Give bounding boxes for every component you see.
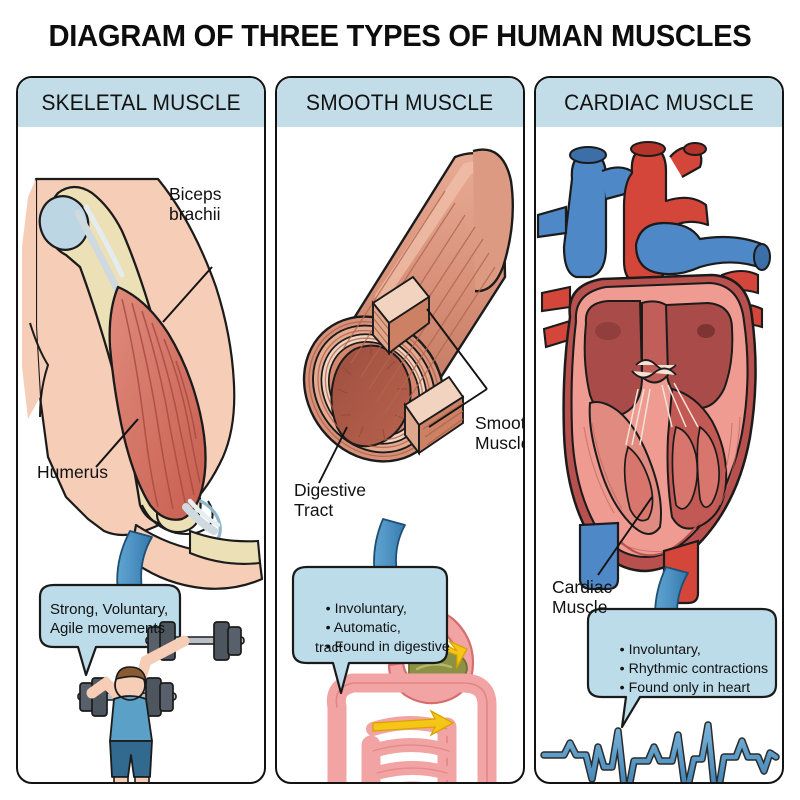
panel-smooth-body: Smooth Muscle Digestive Tract • Involunt…	[277, 127, 523, 782]
bullet-dot: •	[619, 680, 629, 697]
panel-cardiac-header: CARDIAC MUSCLE	[536, 78, 782, 127]
skeletal-traits-bubble-line-1: Strong, Voluntary,	[50, 601, 169, 618]
panel-cardiac-body: Cardiac Muscle • Involuntary, • Rhythmic…	[536, 127, 782, 782]
panel-skeletal-muscle: SKELETAL MUSCLE	[16, 76, 266, 784]
panel-smooth-header: SMOOTH MUSCLE	[277, 78, 523, 127]
panel-cardiac-header-label: CARDIAC MUSCLE	[564, 89, 754, 115]
bullet-dot: •	[325, 620, 334, 637]
cardiac-traits-bubble-line-2: • Rhythmic contractions	[619, 661, 769, 678]
smooth-traits-bubble-line-2: • Automatic,	[325, 620, 401, 637]
bullet-dot: •	[619, 642, 629, 659]
cardiac-traits-bubble-line-3: • Found only in heart	[619, 680, 751, 697]
cardiac-muscle-illustration	[536, 141, 780, 782]
digestive-tract-label: Digestive Tract	[294, 480, 366, 520]
smooth-muscle-illustration	[291, 148, 514, 782]
panel-skeletal-body: Biceps brachii Humerus Strong, Voluntary…	[18, 127, 264, 782]
panel-smooth-header-label: SMOOTH MUSCLE	[306, 89, 494, 115]
smooth-muscle-label: Smooth Muscle	[475, 413, 525, 453]
page-title: DIAGRAM OF THREE TYPES OF HUMAN MUSCLES	[48, 18, 752, 53]
biceps-brachii-label: Biceps brachii	[169, 184, 222, 224]
panel-smooth-muscle: SMOOTH MUSCLE	[275, 76, 525, 784]
panel-skeletal-header-label: SKELETAL MUSCLE	[41, 89, 241, 115]
ecg-waveform	[540, 721, 780, 782]
cardiac-traits-bubble-line-1: • Involuntary,	[619, 642, 701, 659]
skeletal-muscle-illustration	[22, 177, 264, 782]
panel-skeletal-header: SKELETAL MUSCLE	[18, 78, 264, 127]
smooth-traits-bubble-line-4: tract	[315, 640, 343, 656]
cardiac-muscle-label: Cardiac Muscle	[552, 577, 613, 617]
bullet-dot: •	[619, 661, 629, 678]
bullet-dot: •	[325, 639, 335, 656]
smooth-traits-bubble-line-3: • Found in digestive	[325, 639, 450, 656]
weightlifter-figure	[77, 621, 245, 782]
skeletal-traits-bubble-line-2: Agile movements	[50, 620, 166, 637]
bullet-dot: •	[325, 601, 335, 618]
smooth-traits-bubble-line-1: • Involuntary,	[325, 601, 407, 618]
panel-cardiac-muscle: CARDIAC MUSCLE	[534, 76, 784, 784]
humerus-label: Humerus	[37, 462, 108, 482]
